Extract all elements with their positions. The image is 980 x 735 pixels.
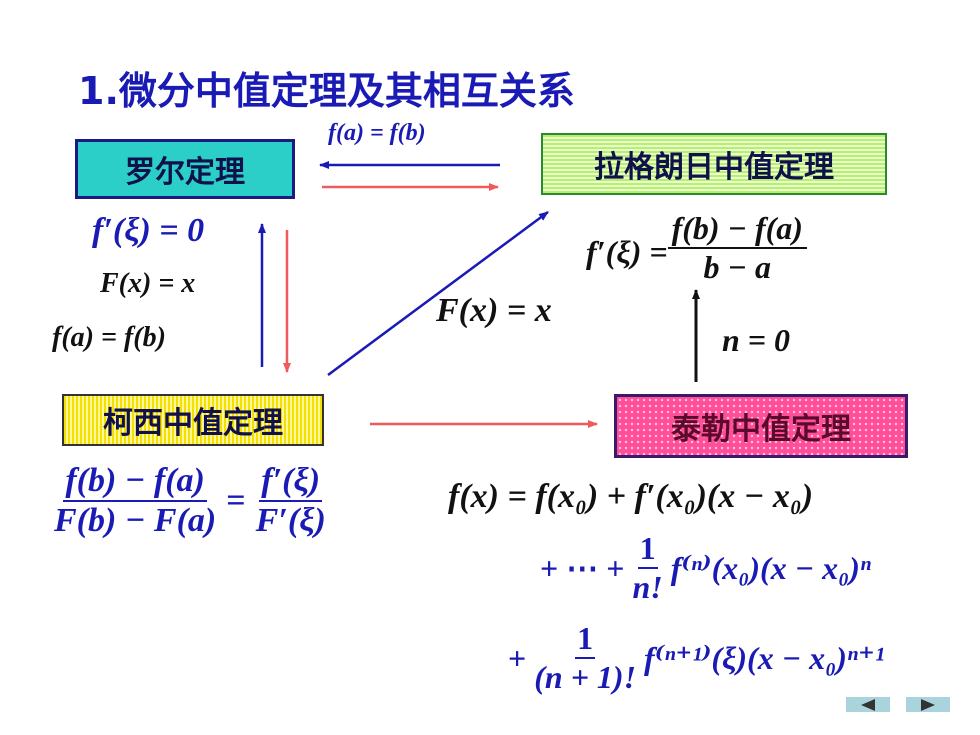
lagrange-formula-fraction: f(b) − f(a) b − a: [667, 210, 807, 286]
taylor-formula-line2: + ⋯ + 1 n! f⁽ⁿ⁾(x₀)(x − x₀)ⁿ: [540, 530, 871, 606]
lagrange-denominator: b − a: [703, 249, 771, 285]
triangle-right-icon: [921, 698, 935, 711]
taylor-line3-numerator: 1: [575, 620, 596, 659]
cauchy-right-fraction: f′(ξ) F′(ξ): [254, 462, 328, 540]
rolle-condition-label: f(a) = f(b): [328, 120, 426, 146]
taylor-line3-denominator: (n + 1)!: [534, 659, 637, 695]
cauchy-left-denominator: F(b) − F(a): [54, 502, 217, 539]
page-title: 1.微分中值定理及其相互关系: [78, 69, 575, 113]
cauchy-left-fraction: f(b) − f(a) F(b) − F(a): [52, 462, 218, 540]
taylor-theorem-box: 泰勒中值定理: [614, 394, 908, 458]
lagrange-numerator: f(b) − f(a): [667, 210, 807, 249]
lagrange-formula-lhs: f′(ξ) =: [586, 233, 668, 270]
taylor-line2-denominator: n!: [632, 569, 663, 605]
taylor-line3-prefix: +: [508, 639, 527, 676]
taylor-line3-remainder: f⁽ⁿ⁺¹⁾(ξ)(x − x₀)ⁿ⁺¹: [644, 640, 885, 676]
taylor-formula-line1: f(x) = f(x₀) + f′(x₀)(x − x₀): [448, 478, 814, 515]
lagrange-theorem-box: 拉格朗日中值定理: [541, 133, 887, 195]
taylor-line2-term: f⁽ⁿ⁾(x₀)(x − x₀)ⁿ: [670, 550, 872, 586]
next-slide-button[interactable]: [906, 697, 950, 712]
taylor-line3-fraction: 1 (n + 1)!: [532, 620, 638, 696]
prev-slide-button[interactable]: [846, 697, 890, 712]
cauchy-to-rolle-condition: f(a) = f(b): [52, 322, 166, 353]
cauchy-to-lagrange-Fx: F(x) = x: [436, 292, 552, 329]
cauchy-to-rolle-Fx: F(x) = x: [100, 268, 196, 299]
cauchy-right-denominator: F′(ξ): [255, 502, 326, 539]
cauchy-formula: f(b) − f(a) F(b) − F(a) = f′(ξ) F′(ξ): [52, 462, 328, 540]
taylor-line2-numerator: 1: [637, 530, 658, 569]
cauchy-to-lagrange-arrow: [327, 210, 549, 377]
taylor-formula-line3: + 1 (n + 1)! f⁽ⁿ⁺¹⁾(ξ)(x − x₀)ⁿ⁺¹: [508, 620, 885, 696]
cauchy-right-numerator: f′(ξ): [259, 462, 323, 502]
taylor-to-lagrange-condition: n = 0: [722, 322, 791, 358]
triangle-left-icon: [861, 698, 875, 711]
rolle-derivative-formula: f′(ξ) = 0: [92, 212, 205, 249]
taylor-line2-prefix: + ⋯ +: [540, 550, 625, 586]
cauchy-equals: =: [226, 482, 246, 519]
taylor-line2-fraction: 1 n!: [630, 530, 664, 606]
lagrange-formula: f′(ξ) = f(b) − f(a) b − a: [586, 210, 807, 286]
rolle-theorem-box: 罗尔定理: [75, 139, 295, 199]
cauchy-theorem-box: 柯西中值定理: [62, 394, 324, 446]
cauchy-left-numerator: f(b) − f(a): [63, 462, 207, 502]
